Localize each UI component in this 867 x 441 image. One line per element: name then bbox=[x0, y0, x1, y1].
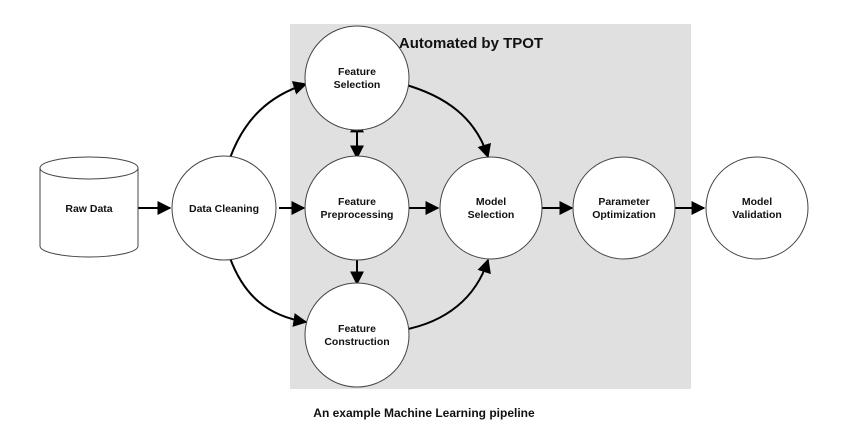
node-raw-data: Raw Data bbox=[39, 156, 139, 258]
node-circle bbox=[304, 155, 410, 261]
automation-region-title: Automated by TPOT bbox=[399, 35, 543, 52]
node-label-line2: Preprocessing bbox=[321, 209, 394, 221]
edge-data-cleaning-to-feature-selection bbox=[229, 81, 308, 159]
node-feature-selection: Feature Selection bbox=[304, 25, 410, 131]
node-circle bbox=[572, 156, 676, 260]
node-label: Data Cleaning bbox=[189, 203, 259, 215]
node-feature-construction: Feature Construction bbox=[304, 282, 410, 388]
node-parameter-optimization: Parameter Optimization bbox=[572, 156, 676, 260]
node-circle bbox=[705, 156, 809, 260]
node-circle bbox=[304, 25, 410, 131]
cylinder-body bbox=[39, 168, 139, 258]
node-label-line1: Model bbox=[742, 196, 772, 208]
node-label-line1: Parameter bbox=[598, 196, 649, 208]
node-feature-preprocessing: Feature Preprocessing bbox=[304, 155, 410, 261]
node-model-selection: Model Selection bbox=[439, 156, 543, 260]
node-label-line2: Optimization bbox=[592, 209, 656, 221]
node-label: Raw Data bbox=[65, 203, 112, 215]
edge-feature-selection-to-model-selection bbox=[402, 83, 491, 159]
edge-data-cleaning-to-feature-construction bbox=[229, 257, 308, 327]
node-circle bbox=[304, 282, 410, 388]
node-circle bbox=[171, 155, 277, 261]
diagram-caption: An example Machine Learning pipeline bbox=[313, 406, 535, 420]
node-label-line1: Feature bbox=[338, 323, 376, 335]
cylinder-top bbox=[39, 156, 139, 180]
node-label-line1: Feature bbox=[338, 196, 376, 208]
node-label-line2: Selection bbox=[334, 79, 381, 91]
node-label-line2: Construction bbox=[324, 336, 389, 348]
node-circle bbox=[439, 156, 543, 260]
node-label-line1: Model bbox=[476, 196, 506, 208]
node-data-cleaning: Data Cleaning bbox=[171, 155, 277, 261]
node-label-line2: Validation bbox=[732, 209, 782, 221]
node-label-line1: Feature bbox=[338, 66, 376, 78]
edge-feature-construction-to-model-selection bbox=[402, 258, 491, 331]
node-model-validation: Model Validation bbox=[705, 156, 809, 260]
node-label-line2: Selection bbox=[468, 209, 515, 221]
edges bbox=[138, 81, 706, 331]
